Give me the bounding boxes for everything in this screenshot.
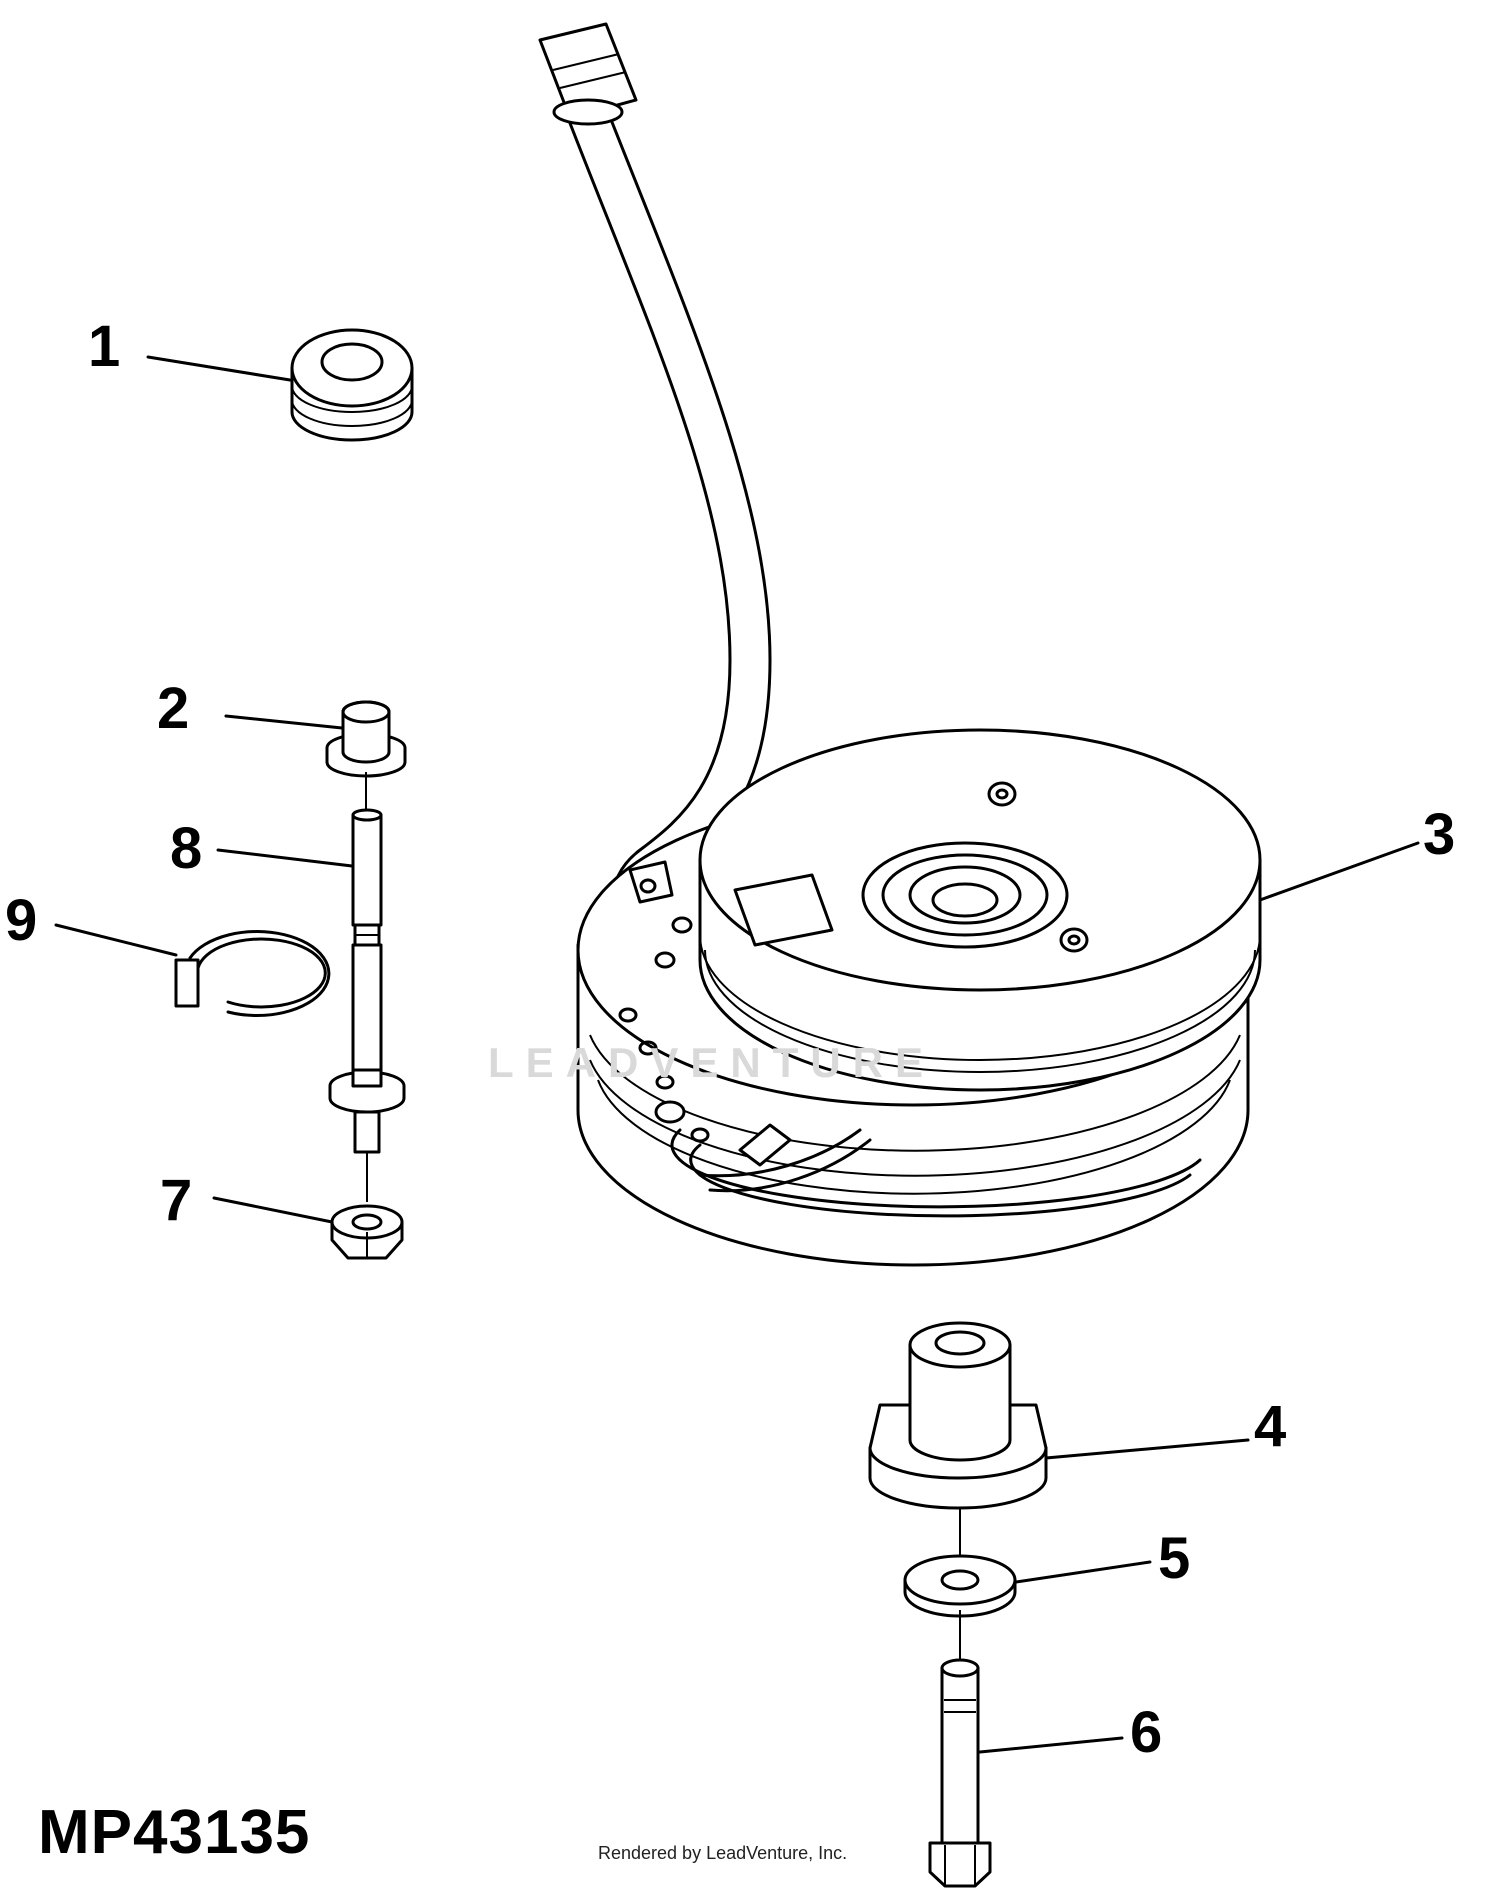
- callout-7: 7: [160, 1168, 192, 1233]
- part-1-grommet: [290, 328, 414, 442]
- part-9-clamp: [174, 930, 331, 1018]
- figure-id: MP43135: [38, 1798, 311, 1867]
- part-4-spacer: [868, 1321, 1048, 1555]
- part-6-bolt: [928, 1658, 992, 1888]
- callout-8: 8: [170, 816, 202, 881]
- part-7-nut: [330, 1204, 404, 1260]
- leader-lines: [54, 355, 1420, 1754]
- callout-9: 9: [5, 888, 37, 953]
- watermark-text: LEADVENTURE: [488, 1039, 936, 1086]
- callout-3: 3: [1423, 802, 1455, 867]
- callouts: 1 2 3 4 5 6 7 8 9: [5, 314, 1455, 1765]
- callout-2: 2: [157, 676, 189, 741]
- callout-5: 5: [1158, 1526, 1190, 1591]
- part-5-washer: [903, 1554, 1017, 1660]
- part-8-shaft: [328, 772, 406, 1202]
- part-2-bushing: [325, 700, 407, 778]
- part-3-clutch: [538, 22, 1262, 1267]
- callout-6: 6: [1130, 1700, 1162, 1765]
- credit-text: Rendered by LeadVenture, Inc.: [598, 1843, 848, 1863]
- callout-4: 4: [1254, 1394, 1286, 1459]
- callout-1: 1: [88, 314, 120, 379]
